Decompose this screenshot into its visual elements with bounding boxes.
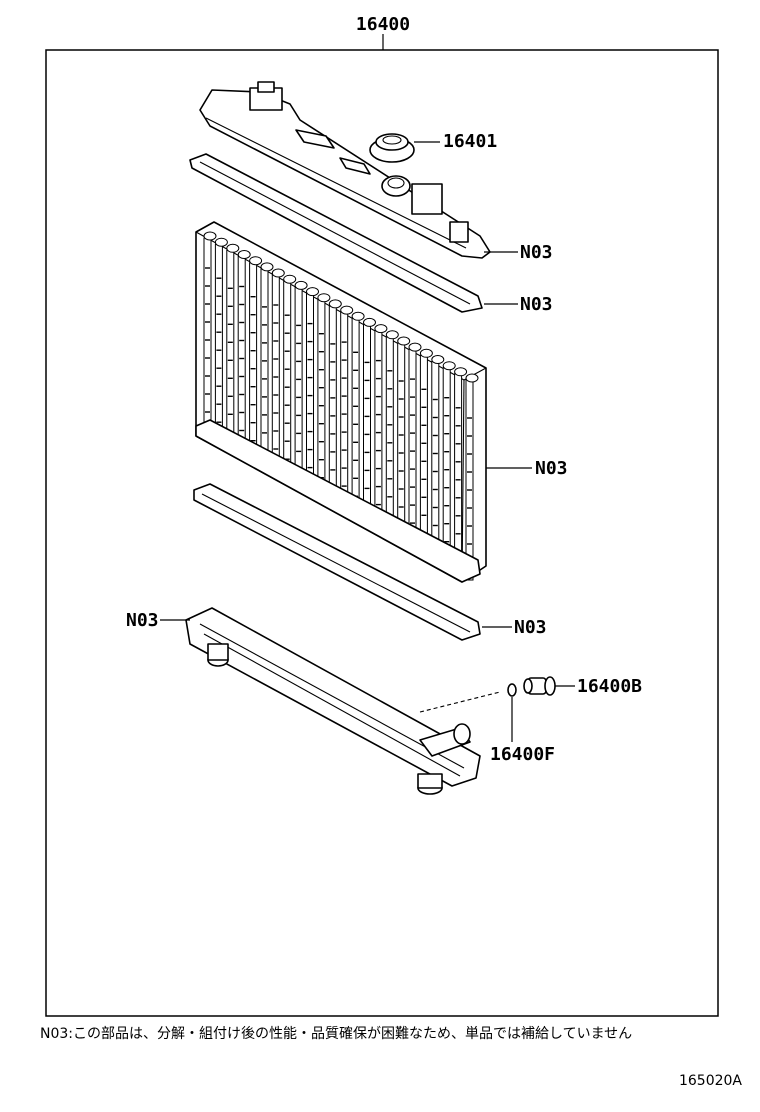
tube-header-cap — [306, 287, 319, 297]
drain-cock-plug — [523, 676, 556, 696]
lower-gasket-callout: N03 — [514, 617, 547, 638]
tube-header-cap — [271, 268, 285, 278]
tube-header-cap — [226, 243, 240, 253]
tube-header-cap — [408, 342, 422, 352]
upper-tank-callout: N03 — [520, 242, 553, 263]
tube-header-cap — [385, 330, 399, 340]
core-tube — [226, 249, 235, 451]
tube-header-cap — [214, 237, 228, 247]
tube-header-cap — [374, 324, 388, 334]
o-ring-callout: 16400F — [490, 744, 555, 765]
core-tubes — [203, 231, 479, 581]
core-tube — [419, 354, 428, 556]
figure-code: 165020A — [678, 1073, 742, 1089]
footnote: N03:この部品は、分解・組付け後の性能・品質確保が困難なため、単品では補給して… — [40, 1026, 633, 1042]
lower-tank — [185, 607, 501, 795]
tube-header-cap — [340, 305, 354, 315]
radiator-cap — [369, 133, 415, 163]
core-tube — [283, 280, 292, 482]
upper-gasket-callout: N03 — [520, 294, 553, 315]
tube-header-cap — [203, 231, 217, 241]
core-tube — [214, 243, 223, 445]
cap-callout: 16401 — [443, 131, 497, 152]
core-tube — [397, 342, 406, 544]
tube-header-cap — [283, 274, 297, 284]
core-tube — [363, 323, 371, 525]
upper-tank — [199, 81, 491, 259]
tube-header-cap — [237, 250, 251, 259]
tube-header-cap — [294, 280, 308, 290]
lower-tank-callout: N03 — [126, 610, 159, 631]
upper-gasket — [189, 153, 483, 313]
o-ring — [507, 683, 517, 697]
tube-header-cap — [454, 367, 468, 377]
tube-header-cap — [442, 361, 456, 371]
core-tube — [294, 286, 303, 488]
lower-gasket — [193, 483, 481, 641]
core-tube — [465, 379, 474, 581]
core-tube — [431, 361, 440, 562]
tube-header-cap — [465, 373, 479, 383]
assembly-frame — [45, 49, 719, 1017]
tube-header-cap — [431, 355, 445, 364]
core-tube — [260, 268, 269, 470]
core-tube — [317, 299, 326, 501]
tube-header-cap — [317, 293, 331, 303]
core-tube — [351, 317, 360, 519]
tube-header-cap — [351, 311, 365, 321]
core-tube — [328, 305, 337, 507]
assembly-number-label: 16400 — [356, 14, 410, 35]
core-tube — [249, 262, 258, 464]
radiator-core — [195, 221, 487, 583]
tube-header-cap — [328, 299, 342, 309]
core-callout: N03 — [535, 458, 568, 479]
core-tube — [385, 336, 394, 538]
tube-header-cap — [260, 262, 274, 272]
tube-header-cap — [397, 336, 411, 346]
tube-header-cap — [363, 317, 376, 327]
drain-plug-callout: 16400B — [577, 676, 642, 697]
tube-header-cap — [419, 348, 433, 358]
tube-header-cap — [249, 256, 263, 266]
core-tube — [454, 373, 463, 575]
